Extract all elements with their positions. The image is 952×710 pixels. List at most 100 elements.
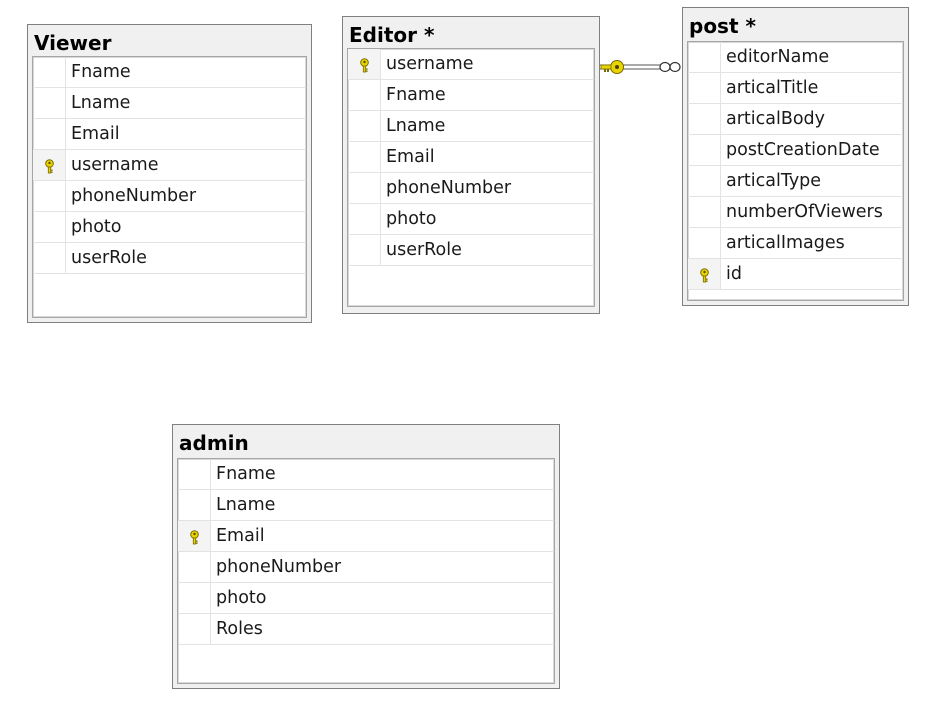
column-row[interactable]: Fname xyxy=(33,57,306,88)
column-name: Fname xyxy=(386,85,446,105)
column-row[interactable]: userRole xyxy=(33,243,306,274)
row-selector[interactable] xyxy=(688,197,721,227)
column-row[interactable]: Lname xyxy=(178,490,554,521)
column-name: articalBody xyxy=(726,109,826,129)
table-post[interactable]: post * editorName articalTitle articalBody… xyxy=(682,7,909,306)
column-row[interactable]: Fname xyxy=(348,80,594,111)
column-name: Roles xyxy=(216,619,263,639)
row-selector[interactable] xyxy=(178,552,211,582)
row-selector[interactable] xyxy=(33,243,66,273)
primary-key-icon xyxy=(45,159,54,174)
column-name: articalType xyxy=(726,171,822,191)
column-name: photo xyxy=(216,588,267,608)
row-selector[interactable] xyxy=(33,150,66,180)
column-name: articalTitle xyxy=(726,78,819,98)
row-selector[interactable] xyxy=(33,88,66,118)
column-grid: editorName articalTitle articalBody postCre… xyxy=(687,41,904,301)
column-row[interactable]: Email xyxy=(178,521,554,552)
column-name: photo xyxy=(386,209,437,229)
column-row[interactable]: articalTitle xyxy=(688,73,903,104)
row-selector[interactable] xyxy=(348,204,381,234)
row-selector[interactable] xyxy=(688,73,721,103)
column-row[interactable]: postCreationDate xyxy=(688,135,903,166)
column-name: articalImages xyxy=(726,233,845,253)
column-row[interactable]: photo xyxy=(33,212,306,243)
row-selector[interactable] xyxy=(178,490,211,520)
column-name: username xyxy=(71,155,159,175)
column-row[interactable]: username xyxy=(33,150,306,181)
row-selector[interactable] xyxy=(348,49,381,79)
primary-key-icon xyxy=(190,530,199,545)
column-name: Lname xyxy=(71,93,131,113)
column-row[interactable]: phoneNumber xyxy=(348,173,594,204)
column-name: Lname xyxy=(216,495,276,515)
row-selector[interactable] xyxy=(178,521,211,551)
column-name: Fname xyxy=(216,464,276,484)
column-name: editorName xyxy=(726,47,830,67)
column-name: Email xyxy=(386,147,435,167)
column-name: Fname xyxy=(71,62,131,82)
column-row[interactable]: Lname xyxy=(348,111,594,142)
row-selector[interactable] xyxy=(348,80,381,110)
row-selector[interactable] xyxy=(688,135,721,165)
column-row[interactable]: numberOfViewers xyxy=(688,197,903,228)
column-name: phoneNumber xyxy=(216,557,342,577)
row-selector[interactable] xyxy=(33,119,66,149)
column-row[interactable]: Email xyxy=(348,142,594,173)
column-name: Email xyxy=(71,124,120,144)
column-name: postCreationDate xyxy=(726,140,880,160)
column-name: username xyxy=(386,54,474,74)
column-row[interactable]: Lname xyxy=(33,88,306,119)
column-row[interactable]: Fname xyxy=(178,459,554,490)
column-row[interactable]: Roles xyxy=(178,614,554,645)
table-title: admin xyxy=(179,431,249,455)
row-selector[interactable] xyxy=(348,142,381,172)
table-title: Viewer xyxy=(34,31,112,55)
column-name: numberOfViewers xyxy=(726,202,883,222)
column-name: photo xyxy=(71,217,122,237)
column-row[interactable]: username xyxy=(348,49,594,80)
primary-key-icon xyxy=(700,268,709,283)
table-title: post * xyxy=(689,14,756,38)
column-name: phoneNumber xyxy=(386,178,512,198)
column-row[interactable]: articalImages xyxy=(688,228,903,259)
column-row[interactable]: articalBody xyxy=(688,104,903,135)
column-name: Lname xyxy=(386,116,446,136)
table-title: Editor * xyxy=(349,23,435,47)
column-row[interactable]: Email xyxy=(33,119,306,150)
row-selector[interactable] xyxy=(33,212,66,242)
column-row[interactable]: articalType xyxy=(688,166,903,197)
row-selector[interactable] xyxy=(688,259,721,289)
column-row[interactable]: phoneNumber xyxy=(178,552,554,583)
row-selector[interactable] xyxy=(178,614,211,644)
row-selector[interactable] xyxy=(348,111,381,141)
column-row[interactable]: userRole xyxy=(348,235,594,266)
column-row[interactable]: id xyxy=(688,259,903,290)
row-selector[interactable] xyxy=(33,181,66,211)
column-row[interactable]: phoneNumber xyxy=(33,181,306,212)
row-selector[interactable] xyxy=(348,173,381,203)
row-selector[interactable] xyxy=(33,57,66,87)
key-icon xyxy=(600,60,624,74)
row-selector[interactable] xyxy=(688,166,721,196)
row-selector[interactable] xyxy=(178,583,211,613)
column-name: id xyxy=(726,264,742,284)
column-name: Email xyxy=(216,526,265,546)
column-row[interactable]: photo xyxy=(348,204,594,235)
row-selector[interactable] xyxy=(688,42,721,72)
row-selector[interactable] xyxy=(178,459,211,489)
row-selector[interactable] xyxy=(688,104,721,134)
column-row[interactable]: photo xyxy=(178,583,554,614)
row-selector[interactable] xyxy=(688,228,721,258)
infinity-icon xyxy=(659,61,681,73)
primary-key-icon xyxy=(360,58,369,73)
row-selector[interactable] xyxy=(348,235,381,265)
column-row[interactable]: editorName xyxy=(688,42,903,73)
